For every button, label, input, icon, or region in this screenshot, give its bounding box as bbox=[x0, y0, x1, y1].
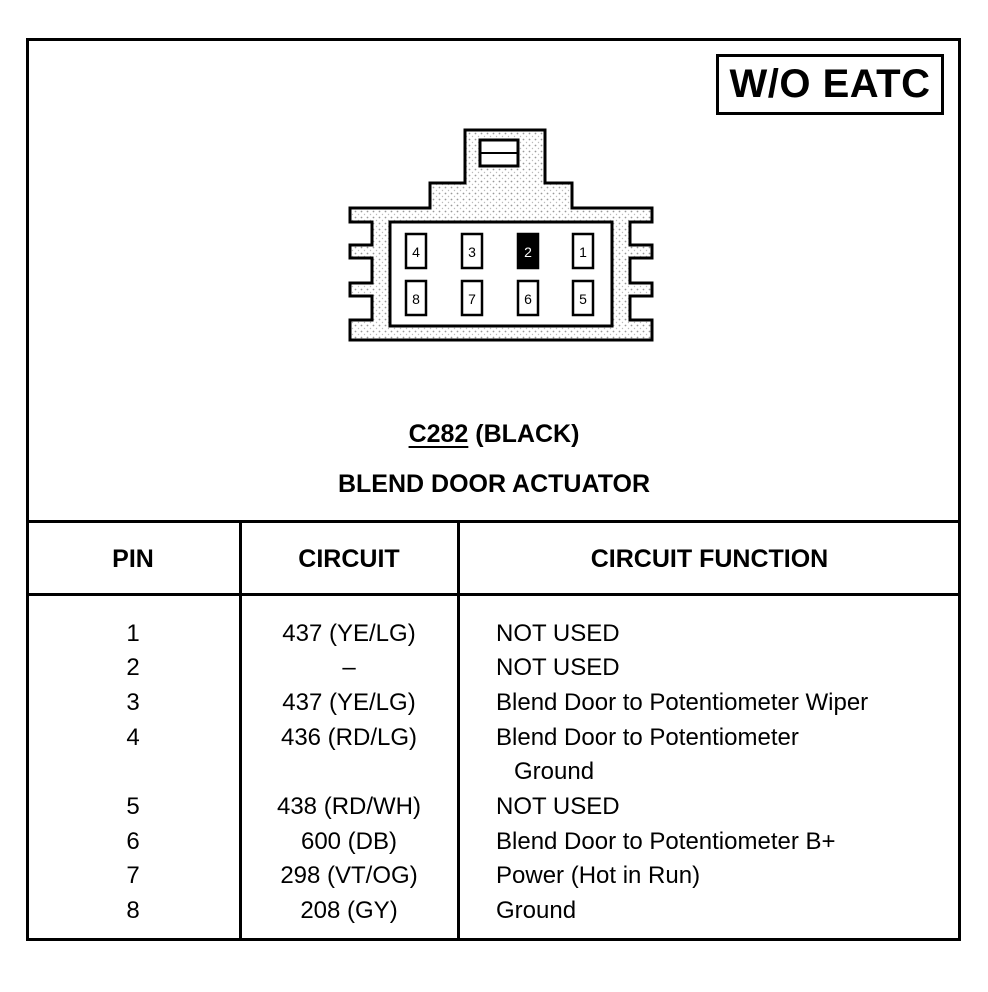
header-circuit-function: CIRCUIT FUNCTION bbox=[590, 545, 829, 573]
cell-pin: 2 bbox=[126, 654, 140, 681]
pin-cell-8: 8 bbox=[404, 279, 428, 317]
cell-function: Blend Door to Potentiometer Wiper bbox=[496, 689, 869, 716]
pin-label: 6 bbox=[524, 291, 532, 307]
table-col-divider-1 bbox=[239, 520, 242, 941]
cell-pin: 5 bbox=[126, 793, 140, 820]
cell-function: Ground bbox=[496, 897, 577, 924]
cell-function: Blend Door to Potentiometer bbox=[496, 724, 799, 751]
header-circuit: CIRCUIT bbox=[298, 545, 400, 573]
cell-circuit: 437 (YE/LG) bbox=[282, 620, 416, 647]
cell-circuit: 436 (RD/LG) bbox=[280, 724, 418, 751]
badge-wo-eatc: W/O EATC bbox=[716, 54, 944, 115]
cell-pin: 6 bbox=[126, 828, 140, 855]
connector-color: (BLACK) bbox=[475, 420, 580, 448]
pin-label: 2 bbox=[524, 244, 532, 260]
pin-label: 1 bbox=[579, 244, 587, 260]
cell-circuit: 438 (RD/WH) bbox=[276, 793, 421, 820]
cell-pin: 8 bbox=[126, 897, 140, 924]
cell-circuit: 298 (VT/OG) bbox=[280, 862, 418, 889]
pin-label: 8 bbox=[412, 291, 420, 307]
cell-pin: 3 bbox=[126, 689, 140, 716]
cell-circuit: – bbox=[342, 654, 356, 681]
table-col-divider-2 bbox=[457, 520, 460, 941]
cell-pin: 7 bbox=[126, 862, 140, 889]
pin-cell-7: 7 bbox=[460, 279, 484, 317]
connector-title: C282 (BLACK) bbox=[0, 420, 988, 449]
cell-function-continued: Ground bbox=[514, 758, 595, 785]
cell-pin: 4 bbox=[126, 724, 140, 751]
cell-circuit: 437 (YE/LG) bbox=[282, 689, 416, 716]
cell-function: NOT USED bbox=[496, 654, 620, 681]
table-header-rule bbox=[26, 593, 961, 596]
connector-code: C282 bbox=[408, 420, 469, 448]
pin-cell-5: 5 bbox=[571, 279, 595, 317]
pin-label: 5 bbox=[579, 291, 587, 307]
pin-label: 7 bbox=[468, 291, 476, 307]
diagram-frame bbox=[26, 38, 961, 941]
cell-function: NOT USED bbox=[496, 620, 620, 647]
cell-circuit: 600 (DB) bbox=[300, 828, 398, 855]
pin-label: 3 bbox=[468, 244, 476, 260]
cell-pin: 1 bbox=[126, 620, 140, 647]
table-top-rule bbox=[26, 520, 961, 523]
pin-cell-4: 4 bbox=[404, 232, 428, 270]
pin-label: 4 bbox=[412, 244, 420, 260]
cell-function: NOT USED bbox=[496, 793, 620, 820]
cell-circuit: 208 (GY) bbox=[300, 897, 398, 924]
cell-function: Blend Door to Potentiometer B+ bbox=[496, 828, 836, 855]
pin-cell-6: 6 bbox=[516, 279, 540, 317]
header-pin: PIN bbox=[112, 545, 154, 573]
pin-cell-1: 1 bbox=[571, 232, 595, 270]
pin-cell-2-highlighted: 2 bbox=[516, 232, 540, 270]
pin-cell-3: 3 bbox=[460, 232, 484, 270]
cell-function: Power (Hot in Run) bbox=[496, 862, 701, 889]
connector-name: BLEND DOOR ACTUATOR bbox=[337, 470, 651, 498]
